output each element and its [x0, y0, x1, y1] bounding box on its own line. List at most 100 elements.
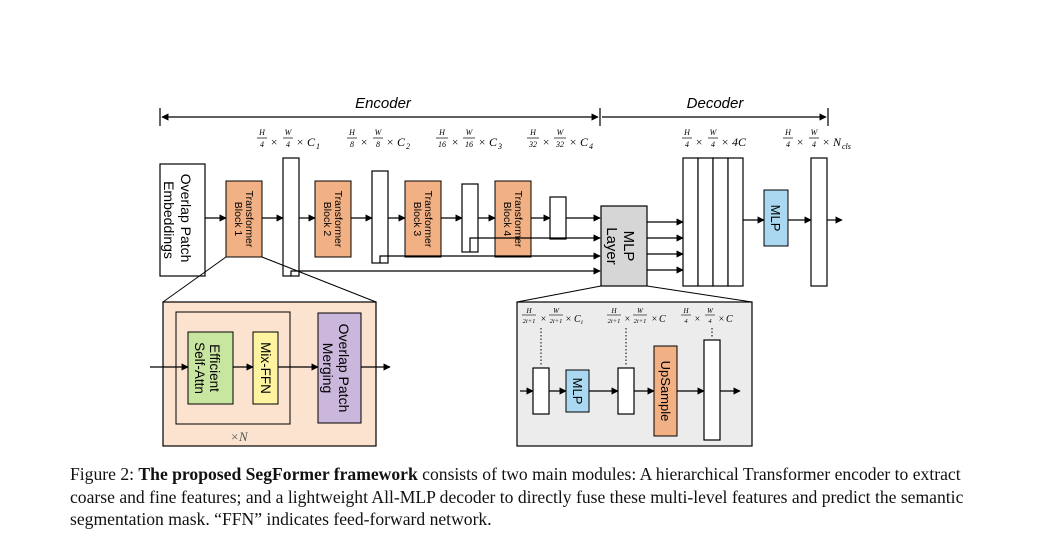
output-mask [810, 157, 828, 287]
upsample-label: UpSample [658, 361, 673, 422]
svg-text:C: C [574, 314, 581, 325]
svg-text:H: H [529, 128, 537, 137]
svg-text:cls: cls [842, 142, 851, 151]
transformer-block-1 [225, 180, 263, 258]
svg-text:16: 16 [438, 140, 446, 149]
shape-annotation-stage3: H 16 × W 16 × C 3 [436, 128, 502, 151]
decoder-dotted-guides [540, 328, 713, 366]
mix-ffn-label: Mix-FFN [258, 342, 273, 394]
shape-annotation-decoder-input: H 2i+1 × W 2i+1 × C i [522, 307, 583, 326]
feature-map-2 [371, 170, 389, 264]
svg-text:2i+1: 2i+1 [608, 318, 621, 325]
svg-text:C: C [397, 135, 406, 149]
transformer-block-3 [404, 180, 442, 258]
transformer-block-1-label: TransformerBlock 1 [232, 191, 255, 248]
svg-text:2i+1: 2i+1 [523, 318, 536, 325]
mix-ffn-box [252, 331, 279, 405]
svg-text:×: × [360, 135, 368, 149]
svg-text:i: i [581, 319, 583, 326]
transformer-block-4 [494, 180, 532, 258]
repeat-group [175, 311, 291, 425]
svg-text:4: 4 [708, 318, 712, 325]
svg-text:4: 4 [711, 140, 715, 149]
transformer-block-3-label: TransformerBlock 3 [411, 191, 434, 248]
svg-text:×: × [542, 135, 550, 149]
encoder-zoom-lines [162, 256, 377, 303]
feature-map-1 [282, 157, 300, 277]
caption-bold: The proposed SegFormer framework [138, 464, 418, 484]
svg-text:×: × [721, 135, 729, 149]
shape-annotation-stage2: H 8 × W 8 × C 2 [347, 128, 410, 151]
svg-text:H: H [348, 128, 356, 137]
svg-text:×: × [822, 135, 830, 149]
overlap-patch-merging-box [317, 312, 362, 424]
svg-text:2i+1: 2i+1 [634, 318, 647, 325]
shape-annotation-decoder-projected: H 2i+1 × W 2i+1 × C [607, 307, 666, 325]
svg-text:H: H [525, 307, 532, 315]
svg-text:W: W [375, 128, 383, 137]
shape-annotation-output: H 4 × W 4 × N cls [783, 128, 851, 151]
svg-text:×: × [270, 135, 278, 149]
svg-text:H: H [258, 128, 266, 137]
mlp-layer-outputs [647, 218, 684, 274]
svg-text:C: C [580, 135, 589, 149]
svg-text:×: × [540, 314, 547, 325]
svg-text:W: W [557, 128, 565, 137]
svg-text:H: H [683, 128, 691, 137]
svg-text:W: W [811, 128, 819, 137]
svg-text:4: 4 [260, 140, 264, 149]
svg-text:W: W [637, 307, 644, 315]
svg-text:W: W [710, 128, 718, 137]
svg-text:×: × [451, 135, 459, 149]
decoder-span-arrow [602, 108, 829, 126]
encoder-span-arrow [159, 108, 601, 126]
svg-text:1: 1 [316, 142, 320, 151]
svg-text:W: W [285, 128, 293, 137]
svg-text:2i+1: 2i+1 [550, 318, 563, 325]
svg-text:×: × [695, 135, 703, 149]
svg-text:H: H [438, 128, 446, 137]
svg-text:4: 4 [812, 140, 816, 149]
caption-text: consists of two main modules: A hierarch… [70, 464, 964, 529]
svg-text:×: × [478, 135, 486, 149]
svg-text:×: × [796, 135, 804, 149]
svg-text:W: W [707, 307, 714, 315]
decoder-mlp-box [763, 189, 789, 247]
svg-text:32: 32 [555, 140, 564, 149]
svg-text:×: × [296, 135, 304, 149]
svg-text:3: 3 [497, 142, 502, 151]
svg-text:4C: 4C [732, 135, 747, 149]
shape-annotation-stage4: H 32 × W 32 × C 4 [527, 128, 593, 151]
decoder-projected-map [617, 367, 635, 415]
overlap-patch-embeddings-box [159, 163, 206, 277]
mlp-layer-box [600, 205, 648, 287]
svg-text:W: W [466, 128, 474, 137]
svg-text:16: 16 [465, 140, 473, 149]
encoder-label: Encoder [355, 95, 412, 112]
svg-text:4: 4 [286, 140, 290, 149]
svg-text:H: H [784, 128, 792, 137]
svg-text:4: 4 [684, 318, 688, 325]
segformer-diagram: Encoder Decoder H 4 × W 4 × C 1 H 8 × W … [150, 95, 851, 447]
svg-text:8: 8 [350, 140, 354, 149]
decoder-upsampled-map [703, 339, 721, 441]
transformer-block-2-label: TransformerBlock 2 [321, 191, 344, 248]
svg-text:×: × [386, 135, 394, 149]
efficient-self-attn-label: EfficientSelf-Attn [192, 342, 222, 394]
shape-annotation-fused: H 4 × W 4 × 4C [682, 128, 747, 149]
transformer-block-2 [314, 180, 352, 258]
svg-text:×: × [651, 314, 658, 325]
decoder-zoom-lines [516, 285, 753, 303]
decoder-label: Decoder [687, 95, 745, 112]
svg-text:W: W [553, 307, 560, 315]
overlap-patch-embeddings-label: Overlap Patch Embeddings [161, 174, 194, 267]
overlap-patch-merging-label: Overlap PatchMerging [320, 324, 352, 413]
svg-text:×: × [624, 314, 631, 325]
svg-text:×: × [569, 135, 577, 149]
svg-text:C: C [489, 135, 498, 149]
transformer-block-4-label: TransformerBlock 4 [501, 191, 524, 248]
figure-caption: Figure 2: The proposed SegFormer framewo… [70, 463, 970, 531]
caption-label: Figure 2: [70, 464, 139, 484]
decoder-mlp-label: MLP [768, 205, 783, 232]
svg-text:×: × [718, 314, 725, 325]
